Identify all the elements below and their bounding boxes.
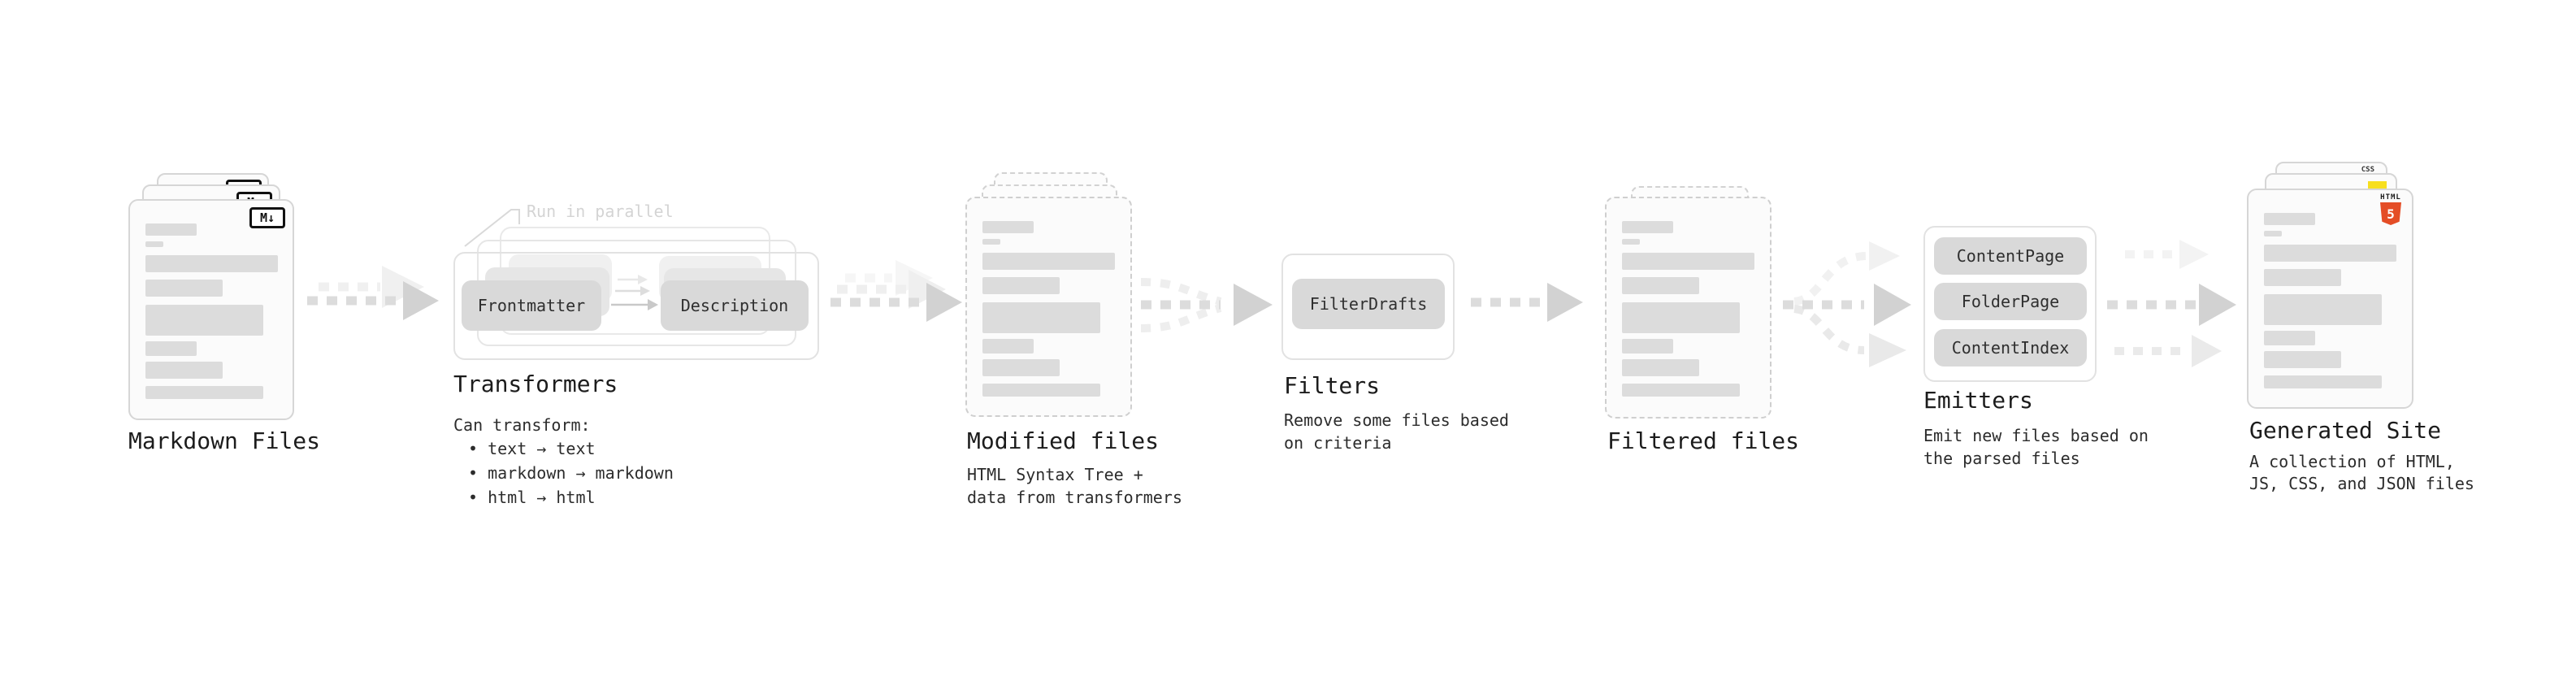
html5-icon-number: 5: [2387, 206, 2395, 222]
filterdrafts-node: FilterDrafts: [1292, 279, 1445, 329]
transformers-bullet-list: text → text markdown → markdown html → h…: [460, 436, 674, 510]
doc-text-line: [145, 362, 223, 379]
emitters-label: Emitters: [1923, 387, 2033, 414]
doc-text-line: [982, 302, 1100, 333]
filterdrafts-label: FilterDrafts: [1309, 294, 1428, 314]
doc-text-line: [145, 341, 197, 356]
html5-icon-word: HTML: [2380, 193, 2401, 202]
doc-text-line: [2264, 213, 2315, 225]
doc-text-line: [2264, 351, 2341, 368]
doc-text-line: [1622, 302, 1740, 333]
markdown-file-front: M↓: [128, 199, 294, 420]
run-in-parallel-annotation: Run in parallel: [527, 202, 674, 221]
doc-text-line: [2264, 331, 2315, 345]
modified-files-desc: HTML Syntax Tree + data from transformer…: [967, 465, 1182, 507]
filtered-file-front: [1605, 197, 1772, 419]
doc-text-lines: [130, 223, 293, 399]
doc-text-line: [1622, 359, 1699, 376]
markdown-icon-label: M↓: [259, 210, 275, 225]
doc-text-line: [1622, 339, 1673, 354]
arrow-transformers-to-modified: [830, 260, 962, 322]
doc-text-line: [1622, 253, 1754, 270]
contentindex-label: ContentIndex: [1951, 338, 2070, 358]
filters-label: Filters: [1284, 372, 1381, 399]
doc-text-line: [145, 223, 197, 236]
contentpage-label: ContentPage: [1956, 246, 2065, 266]
transform-bullet: markdown → markdown: [460, 461, 674, 485]
html5-icon: HTML 5: [2379, 193, 2402, 225]
filters-desc: Remove some files based on criteria: [1284, 410, 1509, 453]
frontmatter-node: Frontmatter: [462, 280, 601, 331]
arrow-modified-to-filters: [1140, 278, 1273, 332]
filtered-files-label: Filtered files: [1607, 427, 1800, 454]
arrow-filters-to-filtered: [1471, 283, 1583, 322]
transformers-label: Transformers: [453, 371, 618, 397]
html5-icon-shield: 5: [2380, 202, 2401, 225]
folderpage-label: FolderPage: [1961, 292, 2060, 311]
doc-text-line: [1622, 239, 1640, 245]
doc-text-line: [982, 239, 1000, 245]
generated-file-html: HTML 5: [2247, 189, 2413, 409]
arrow-markdown-to-transformers: [307, 266, 439, 320]
doc-text-line: [2264, 269, 2341, 286]
contentpage-node: ContentPage: [1934, 237, 2087, 275]
modified-file-front: [965, 197, 1132, 417]
doc-text-line: [2264, 375, 2382, 388]
doc-text-line: [1622, 221, 1673, 233]
description-label: Description: [680, 296, 789, 315]
generated-site-label: Generated Site: [2249, 417, 2442, 444]
doc-text-line: [145, 241, 163, 247]
emitters-desc: Emit new files based on the parsed files: [1923, 426, 2149, 468]
doc-text-line: [145, 280, 223, 297]
doc-text-line: [2264, 245, 2396, 262]
doc-text-line: [145, 386, 263, 399]
doc-text-line: [982, 221, 1034, 233]
transform-bullet: text → text: [460, 436, 674, 461]
markdown-icon: M↓: [249, 207, 285, 228]
doc-text-line: [1622, 384, 1740, 397]
transform-bullet: html → html: [460, 485, 674, 510]
doc-text-lines: [2249, 213, 2412, 388]
doc-text-line: [145, 255, 278, 272]
generated-site-desc: A collection of HTML, JS, CSS, and JSON …: [2249, 452, 2474, 493]
description-node: Description: [661, 280, 809, 331]
doc-text-lines: [1607, 221, 1770, 397]
frontmatter-label: Frontmatter: [477, 296, 586, 315]
transformers-desc-intro: Can transform:: [453, 415, 591, 435]
doc-text-line: [982, 277, 1060, 294]
arrow-emitters-to-generated: [2107, 240, 2236, 367]
transformers-frame-front: [453, 252, 819, 360]
doc-text-line: [982, 253, 1115, 270]
doc-text-line: [982, 359, 1060, 376]
doc-text-line: [2264, 294, 2382, 325]
css-icon-label: CSS: [2361, 166, 2374, 174]
doc-text-line: [1622, 277, 1699, 294]
doc-text-lines: [967, 221, 1130, 397]
arrow-filtered-to-emitters: [1783, 241, 1911, 367]
doc-text-line: [982, 384, 1100, 397]
doc-text-line: [2264, 231, 2282, 236]
contentindex-node: ContentIndex: [1934, 329, 2087, 367]
doc-text-line: [145, 305, 263, 336]
modified-files-label: Modified files: [967, 427, 1160, 454]
folderpage-node: FolderPage: [1934, 283, 2087, 320]
markdown-files-label: Markdown Files: [128, 427, 321, 454]
doc-text-line: [982, 339, 1034, 354]
